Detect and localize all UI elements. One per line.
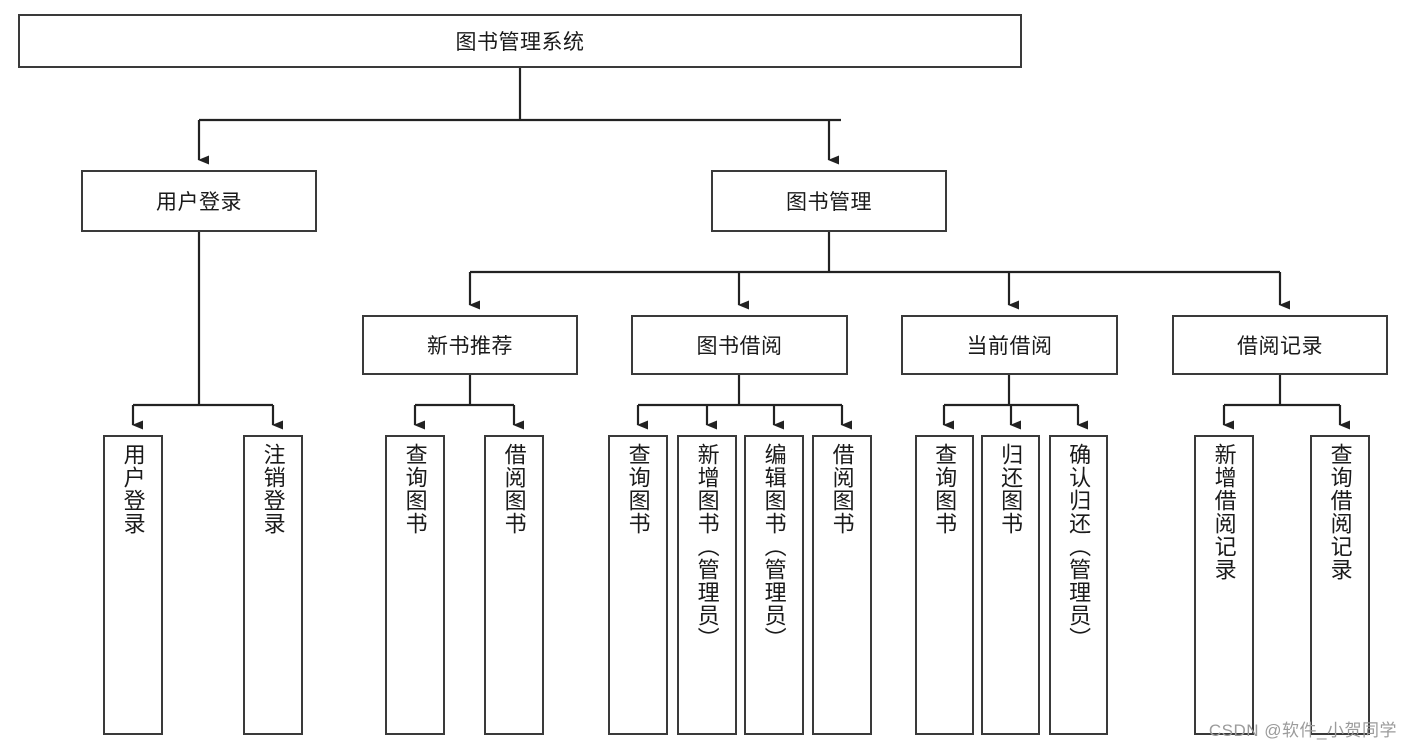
node-borrow-record[interactable]: 借阅记录 xyxy=(1172,315,1388,375)
node-current-borrow-label: 当前借阅 xyxy=(966,335,1053,358)
node-book-manage-label: 图书管理 xyxy=(786,191,872,214)
node-new-book-recommend-label: 新书推荐 xyxy=(427,335,513,358)
leaf-return-book[interactable]: 归还图书 xyxy=(981,435,1040,735)
node-root-label: 图书管理系统 xyxy=(455,31,585,54)
leaf-logout[interactable]: 注销登录 xyxy=(243,435,303,735)
leaf-add-borrow-record[interactable]: 新增借阅记录 xyxy=(1194,435,1254,735)
leaf-query-borrow-record-label: 查询借阅记录 xyxy=(1327,443,1353,581)
node-user-login-label: 用户登录 xyxy=(156,191,242,214)
node-user-login[interactable]: 用户登录 xyxy=(81,170,317,232)
leaf-query-book-borrow[interactable]: 查询图书 xyxy=(608,435,668,735)
leaf-query-book-current[interactable]: 查询图书 xyxy=(915,435,974,735)
leaf-logout-label: 注销登录 xyxy=(260,443,286,535)
leaf-query-borrow-record[interactable]: 查询借阅记录 xyxy=(1310,435,1370,735)
node-book-manage[interactable]: 图书管理 xyxy=(711,170,947,232)
node-new-book-recommend[interactable]: 新书推荐 xyxy=(362,315,578,375)
leaf-confirm-return-admin[interactable]: 确认归还（管理员） xyxy=(1049,435,1108,735)
node-borrow-record-label: 借阅记录 xyxy=(1237,335,1323,358)
node-current-borrow[interactable]: 当前借阅 xyxy=(901,315,1118,375)
leaf-borrow-book-new-label: 借阅图书 xyxy=(501,443,527,535)
leaf-confirm-return-admin-label: 确认归还（管理员） xyxy=(1066,443,1092,650)
leaf-borrow-book-new[interactable]: 借阅图书 xyxy=(484,435,544,735)
leaf-add-book-admin-label: 新增图书（管理员） xyxy=(694,443,720,650)
leaf-query-book-new-label: 查询图书 xyxy=(402,443,428,535)
leaf-borrow-book[interactable]: 借阅图书 xyxy=(812,435,872,735)
leaf-query-book-current-label: 查询图书 xyxy=(932,443,958,535)
csdn-watermark: CSDN @软件_小贺同学 xyxy=(1208,721,1397,740)
node-root[interactable]: 图书管理系统 xyxy=(18,14,1022,68)
node-book-borrow[interactable]: 图书借阅 xyxy=(631,315,848,375)
leaf-borrow-book-label: 借阅图书 xyxy=(829,443,855,535)
leaf-query-book-new[interactable]: 查询图书 xyxy=(385,435,445,735)
leaf-user-login[interactable]: 用户登录 xyxy=(103,435,163,735)
leaf-user-login-label: 用户登录 xyxy=(120,443,146,535)
node-book-borrow-label: 图书借阅 xyxy=(696,335,783,358)
leaf-query-book-borrow-label: 查询图书 xyxy=(625,443,651,535)
leaf-return-book-label: 归还图书 xyxy=(998,443,1024,535)
leaf-add-book-admin[interactable]: 新增图书（管理员） xyxy=(677,435,737,735)
leaf-edit-book-admin[interactable]: 编辑图书（管理员） xyxy=(744,435,804,735)
leaf-add-borrow-record-label: 新增借阅记录 xyxy=(1211,443,1237,581)
leaf-edit-book-admin-label: 编辑图书（管理员） xyxy=(761,443,787,650)
